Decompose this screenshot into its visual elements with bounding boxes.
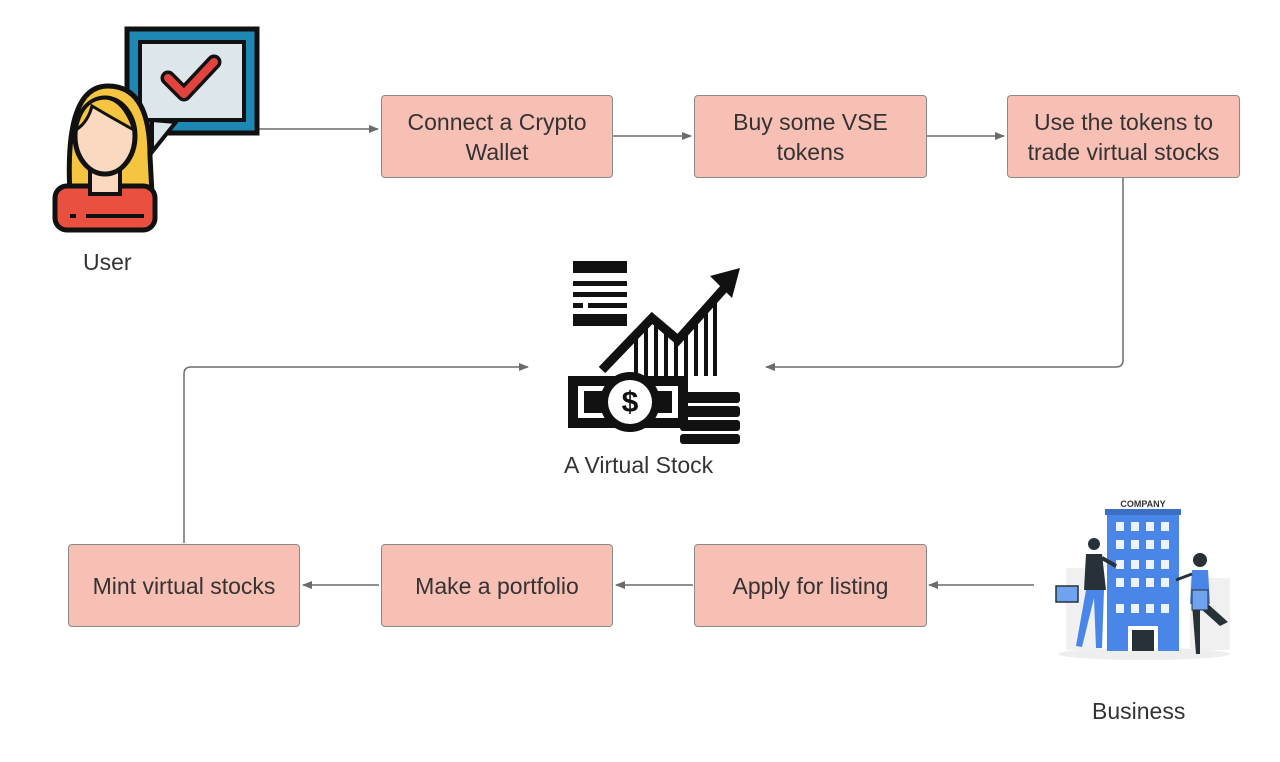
user-chat-icon xyxy=(52,26,260,233)
step-buy-tokens-label: Buy some VSE tokens xyxy=(733,108,888,165)
step-apply-listing: Apply for listing xyxy=(694,544,927,627)
svg-text:$: $ xyxy=(622,386,639,419)
step-mint-stocks-label: Mint virtual stocks xyxy=(92,572,276,599)
center-label: A Virtual Stock xyxy=(564,452,714,478)
arrow-trade-to-stock xyxy=(765,178,1124,371)
user-label: User xyxy=(83,249,132,275)
step-connect-wallet-label: Connect a Crypto Wallet xyxy=(407,108,587,165)
arrow-mint-to-stock xyxy=(183,363,529,543)
step-mint-stocks: Mint virtual stocks xyxy=(68,544,300,627)
step-apply-listing-label: Apply for listing xyxy=(732,572,889,599)
company-building-icon: COMPANY xyxy=(1055,499,1230,660)
step-buy-tokens: Buy some VSE tokens xyxy=(694,95,927,178)
virtual-stock-icon: $ xyxy=(568,261,740,444)
step-make-portfolio: Make a portfolio xyxy=(381,544,613,627)
company-sign: COMPANY xyxy=(1120,499,1165,509)
step-trade-stocks-label: Use the tokens to trade virtual stocks xyxy=(1027,108,1220,165)
business-label: Business xyxy=(1092,698,1186,724)
step-trade-stocks: Use the tokens to trade virtual stocks xyxy=(1007,95,1240,178)
step-make-portfolio-label: Make a portfolio xyxy=(415,572,579,599)
step-connect-wallet: Connect a Crypto Wallet xyxy=(381,95,613,178)
